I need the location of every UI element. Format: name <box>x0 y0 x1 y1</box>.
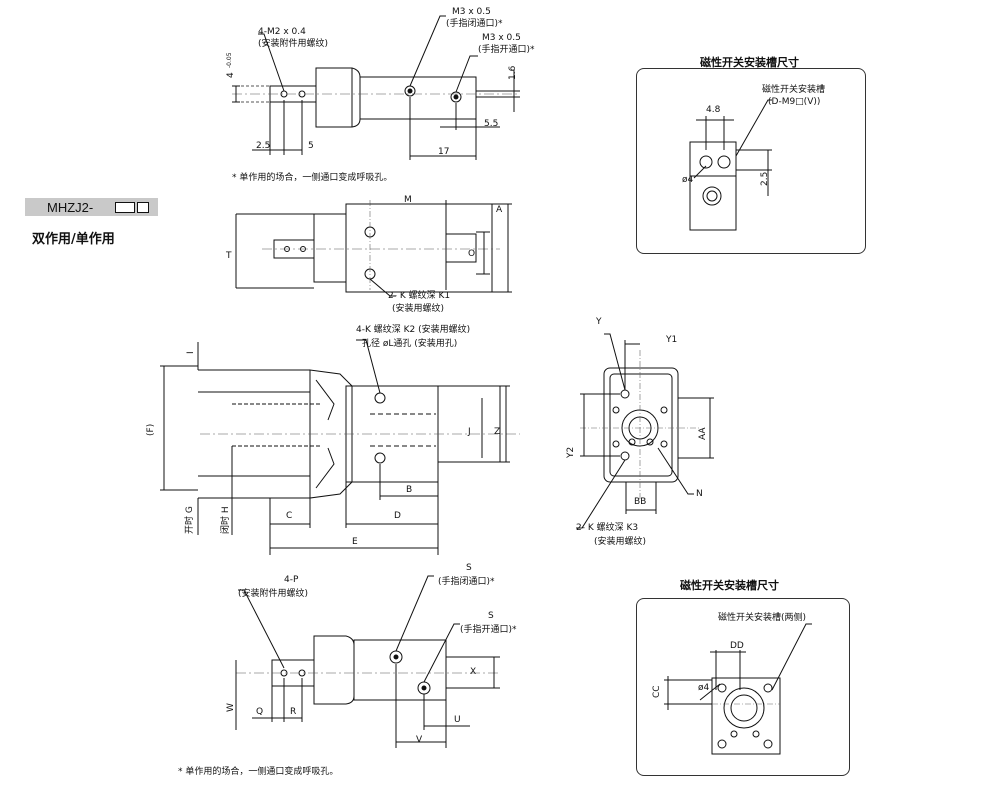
dim-i: I <box>186 351 196 354</box>
model-bar: MHZJ2- <box>25 198 158 216</box>
thread-a-note: (安装附件用螺纹) <box>258 39 329 49</box>
panel1-dim-2-5: 2.5 <box>760 171 770 186</box>
dim-a: A <box>496 205 503 215</box>
dim-c: C <box>286 511 293 521</box>
dim-u: U <box>454 715 461 725</box>
model-option-box-1 <box>115 202 135 213</box>
dim-4: 4 <box>226 72 236 78</box>
dim-r: R <box>290 707 297 717</box>
dim-5: 5 <box>308 141 314 151</box>
single-acting-footnote-top: * 单作用的场合，一侧通口变成呼吸孔。 <box>232 173 393 183</box>
dim-w: W <box>226 703 236 712</box>
panel2-dim-dd: DD <box>730 641 744 651</box>
dim-o: O <box>468 249 476 259</box>
dim-j: J <box>468 427 471 437</box>
dim-x: X <box>470 667 477 677</box>
panel2-dim-cc: CC <box>652 685 662 698</box>
dim-close-h: 闭时 H <box>221 506 231 534</box>
thread-k3-note: (安装用螺纹) <box>594 537 647 547</box>
dim-17: 17 <box>438 147 450 157</box>
slot-detail-bottom <box>664 623 812 755</box>
port-s1-note: (手指闭通口)* <box>438 577 495 587</box>
panel2-slot-label: 磁性开关安装槽(两侧) <box>718 613 807 623</box>
port2-label: M3 x 0.5 <box>482 33 521 43</box>
dim-b: B <box>406 485 413 495</box>
panel1-dim-4-8: 4.8 <box>706 105 721 115</box>
switch-slot-title-top: 磁性开关安装槽尺寸 <box>700 56 799 69</box>
hole-label: 孔径 øL通孔 (安装用孔) <box>362 339 458 349</box>
dim-v: V <box>416 735 423 745</box>
dim-bb: BB <box>634 497 647 507</box>
dim-aa: AA <box>698 427 708 440</box>
dim-y: Y <box>596 317 602 327</box>
thread-k1-note: (安装用螺纹) <box>392 304 445 314</box>
thread-p-label: 4-P <box>284 575 299 585</box>
model-prefix: MHZJ2- <box>47 200 94 215</box>
thread-k1-label: 2- K 螺纹深 K1 <box>388 291 451 301</box>
dim-open-g: 开时 G <box>185 506 195 534</box>
side-view <box>235 200 512 297</box>
dim-e: E <box>352 537 358 547</box>
bottom-view <box>235 575 500 748</box>
dim-5-5: 5.5 <box>484 119 499 129</box>
thread-p-note: (安装附件用螺纹) <box>238 589 309 599</box>
switch-slot-title-bottom: 磁性开关安装槽尺寸 <box>680 579 779 592</box>
panel1-switch-model: (D-M9□(V)) <box>768 97 821 107</box>
switch-slot-panel-bottom <box>636 598 850 776</box>
panel1-slot-label: 磁性开关安装槽 <box>762 85 826 95</box>
port1-note: (手指闭通口)* <box>446 19 503 29</box>
port1-label: M3 x 0.5 <box>452 7 491 17</box>
thread-a-label: 4-M2 x 0.4 <box>258 27 306 37</box>
thread-k3-label: 2- K 螺纹深 K3 <box>576 523 639 533</box>
panel2-dim-phi4: ø4 <box>698 683 710 693</box>
dim-d: D <box>394 511 401 521</box>
dim-t: T <box>226 251 232 261</box>
single-acting-footnote-bottom: * 单作用的场合，一侧通口变成呼吸孔。 <box>178 767 339 777</box>
port-s2-label: S <box>488 611 494 621</box>
slot-detail-top <box>689 99 772 231</box>
dim-m: M <box>404 195 412 205</box>
panel1-dim-phi4: ø4 <box>682 175 694 185</box>
dim-y1: Y1 <box>666 335 678 345</box>
port2-note: (手指开通口)* <box>478 45 535 55</box>
dim-f: (F) <box>146 423 156 436</box>
top-view <box>232 15 520 160</box>
model-option-box-2 <box>137 202 149 213</box>
action-type-title: 双作用/单作用 <box>32 232 115 247</box>
dim-q: Q <box>256 707 264 717</box>
dim-z: Z <box>494 427 501 437</box>
switch-slot-panel-top <box>636 68 866 254</box>
port-s1-label: S <box>466 563 472 573</box>
dim-4-tol: -0.05 <box>226 52 233 68</box>
port-s2-note: (手指开通口)* <box>460 625 517 635</box>
main-view <box>160 339 520 555</box>
end-view <box>576 333 714 529</box>
thread-k2-label: 4-K 螺纹深 K2 (安装用螺纹) <box>356 325 471 335</box>
dim-2-5: 2.5 <box>256 141 271 151</box>
dim-n: N <box>696 489 703 499</box>
dim-y2: Y2 <box>566 446 576 458</box>
dim-1-6: 1.6 <box>508 65 518 80</box>
